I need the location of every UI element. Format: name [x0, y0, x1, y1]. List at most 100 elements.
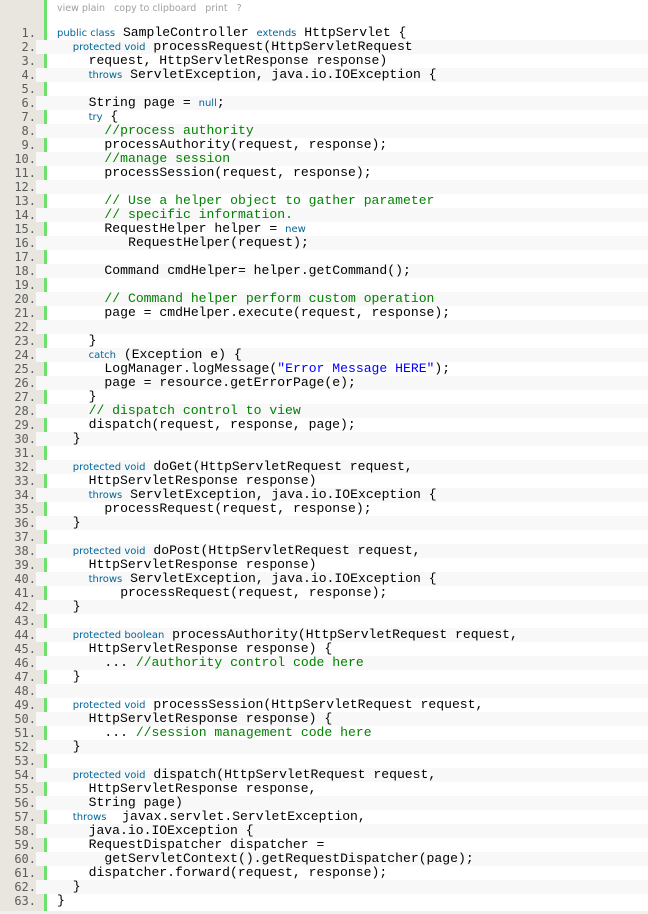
line-number: 14.	[0, 208, 36, 222]
comment-token: // dispatch control to view	[88, 403, 301, 418]
code-token: page = resource.getErrorPage(e);	[104, 375, 356, 390]
code-text: protected void processSession(HttpServle…	[73, 698, 484, 713]
line-number: 23.	[14, 334, 36, 348]
code-block[interactable]: 1.public class SampleController extends …	[0, 26, 648, 908]
code-token: ServletException, java.io.IOException {	[122, 67, 437, 82]
code-text: RequestHelper(request);	[128, 236, 309, 250]
code-text: protected boolean processAuthority(HttpS…	[73, 628, 518, 643]
code-text: String page)	[89, 796, 183, 810]
line-number: 6.	[0, 96, 36, 110]
line-number: 33.	[14, 474, 36, 488]
code-token: processAuthority(HttpServletRequest requ…	[164, 627, 518, 642]
code-token: (Exception e) {	[115, 347, 242, 362]
line-number: 44.	[0, 628, 36, 642]
code-line: 61. dispatcher.forward(request, response)…	[0, 865, 648, 881]
code-text: // specific information.	[104, 208, 293, 222]
code-token: javax.servlet.ServletException,	[106, 809, 366, 824]
code-token: }	[72, 431, 81, 446]
code-token: HttpServletResponse response)	[88, 557, 317, 572]
code-line: 59.RequestDispatcher dispatcher =	[0, 838, 648, 853]
line-number: 37.	[14, 530, 36, 544]
code-text: }	[73, 600, 81, 614]
code-token: request, HttpServletResponse response)	[88, 53, 388, 68]
comment-token: //manage session	[104, 151, 231, 166]
print-link[interactable]: print	[205, 3, 228, 14]
code-line: 26.page = resource.getErrorPage(e);	[0, 376, 648, 390]
line-number: 7.	[21, 110, 36, 124]
copy-to-clipboard-link[interactable]: copy to clipboard	[114, 3, 197, 14]
line-number: 10.	[0, 152, 36, 166]
code-line: 49.protected void processSession(HttpSer…	[0, 698, 648, 713]
code-text: ... //session management code here	[104, 726, 371, 740]
line-number: 50.	[0, 712, 36, 726]
code-token: }	[72, 879, 81, 894]
code-text: // dispatch control to view	[89, 404, 301, 418]
code-line: 63.}	[0, 894, 648, 909]
code-line: 32.protected void doGet(HttpServletReque…	[0, 460, 648, 474]
code-text: }	[89, 334, 97, 348]
code-token: }	[72, 739, 81, 754]
line-number: 57.	[14, 810, 36, 824]
code-token: HttpServlet {	[296, 25, 407, 40]
code-token: RequestHelper(request);	[128, 235, 309, 250]
line-number: 9.	[21, 138, 36, 152]
code-token: page = cmdHelper.execute(request, respon…	[104, 305, 451, 320]
code-text: processAuthority(request, response);	[104, 138, 387, 152]
code-text: }	[73, 432, 81, 446]
keyword-token: new	[285, 224, 306, 235]
code-text: try {	[89, 110, 119, 125]
line-number: 35.	[14, 502, 36, 516]
keyword-token: throws	[72, 812, 107, 823]
code-line: 44. protected boolean processAuthority(Ht…	[0, 628, 648, 642]
keyword-token: protected boolean	[72, 630, 165, 641]
code-text: processRequest(request, response);	[120, 586, 387, 600]
line-number: 31.	[14, 446, 36, 460]
code-line: 39. HttpServletResponse response)	[0, 557, 648, 573]
code-text: dispatch(request, response, page);	[89, 418, 356, 432]
code-line: 48.	[0, 684, 648, 698]
help-link[interactable]: ?	[236, 3, 242, 14]
code-text: RequestHelper helper = new	[104, 222, 305, 237]
line-number: 16.	[0, 236, 36, 250]
code-token: ...	[104, 655, 136, 670]
line-number: 34.	[0, 488, 36, 502]
line-number: 61.	[14, 866, 36, 880]
code-text: throws ServletException, java.io.IOExcep…	[89, 488, 437, 503]
code-line: 51.... //session management code here	[0, 726, 648, 741]
code-line: 18. Command cmdHelper= helper.getCommand(…	[0, 264, 648, 278]
code-line: 16. RequestHelper(request);	[0, 236, 648, 250]
line-number: 47.	[14, 670, 36, 684]
code-line: 7. try {	[0, 110, 648, 125]
code-line: 11. processSession(request, response);	[0, 166, 648, 181]
line-number: 11.	[14, 166, 36, 180]
code-token: Command cmdHelper= helper.getCommand();	[104, 263, 411, 278]
code-text: throws javax.servlet.ServletException,	[73, 810, 366, 825]
line-number: 39.	[14, 558, 36, 572]
line-number: 62.	[0, 880, 36, 894]
code-text: processSession(request, response);	[104, 166, 371, 180]
keyword-token: catch	[88, 350, 116, 361]
line-number: 32.	[0, 460, 36, 474]
line-number: 40.	[0, 572, 36, 586]
code-line: 42.}	[0, 600, 648, 614]
code-token: ;	[216, 95, 225, 110]
code-token: String page)	[88, 795, 183, 810]
code-line: 52.}	[0, 740, 648, 754]
view-plain-link[interactable]: view plain	[57, 3, 106, 14]
code-line: 43.	[0, 614, 648, 628]
code-token: }	[72, 599, 81, 614]
line-number: 18.	[0, 264, 36, 278]
code-text: page = resource.getErrorPage(e);	[104, 376, 355, 390]
line-number: 38.	[0, 544, 36, 558]
code-token: ServletException, java.io.IOException {	[122, 487, 437, 502]
string-token: "Error Message HERE"	[277, 361, 435, 376]
code-line: 60.getServletContext().getRequestDispatc…	[0, 852, 648, 866]
bottom-divider	[0, 911, 648, 914]
keyword-token: null	[198, 98, 217, 109]
keyword-token: extends	[256, 28, 297, 39]
code-token: processRequest(request, response);	[120, 585, 388, 600]
code-token: ...	[104, 725, 136, 740]
code-text: }	[89, 390, 97, 404]
code-token: ServletException, java.io.IOException {	[122, 571, 437, 586]
code-token: dispatcher.forward(request, response);	[88, 865, 388, 880]
